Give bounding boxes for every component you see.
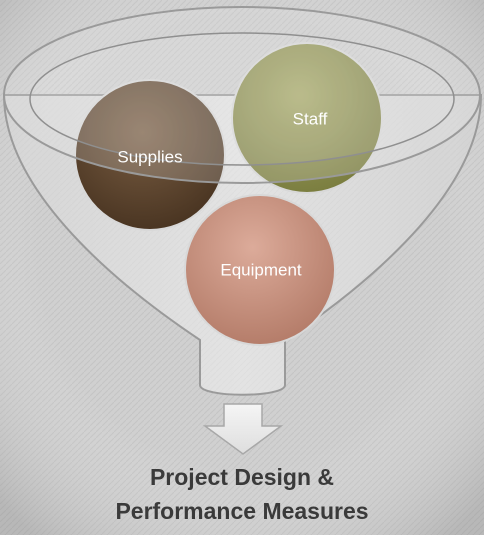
circle-supplies: [74, 79, 226, 231]
label-equipment: Equipment: [220, 260, 302, 279]
circle-equipment: [184, 194, 336, 346]
funnel-rim: [3, 6, 481, 184]
circle-staff: [231, 42, 383, 194]
down-arrow-icon: [202, 403, 284, 455]
result-title-line-1: Project Design &: [149, 464, 335, 490]
label-staff: Staff: [293, 109, 328, 128]
label-supplies: Supplies: [117, 147, 182, 166]
funnel-rim-inner: [29, 32, 455, 166]
result-title-line-2: Performance Measures: [115, 498, 369, 524]
